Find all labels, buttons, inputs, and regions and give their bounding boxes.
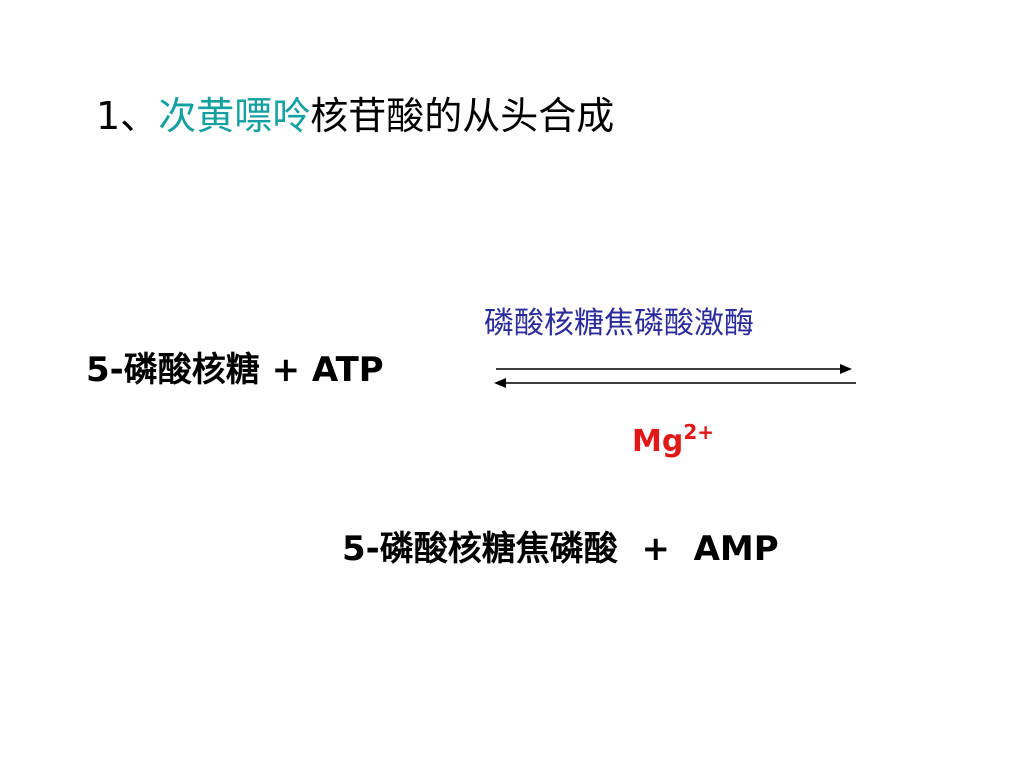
product-label: 5-磷酸核糖焦磷酸 + AMP xyxy=(342,529,779,569)
title-highlight: 次黄嘌呤 xyxy=(158,94,311,138)
reversible-arrow xyxy=(494,364,856,388)
title-number: 1、 xyxy=(96,94,159,138)
enzyme-label: 磷酸核糖焦磷酸激酶 xyxy=(484,306,754,341)
cofactor-label: Mg2+ xyxy=(632,420,714,464)
slide-title: 1、次黄嘌呤核苷酸的从头合成 xyxy=(96,86,614,146)
title-rest: 核苷酸的从头合成 xyxy=(310,94,615,138)
reverse-arrowhead xyxy=(494,378,506,388)
forward-arrowhead xyxy=(840,364,852,374)
substrate-label: 5-磷酸核糖 + ATP xyxy=(86,350,384,390)
cofactor-base: Mg xyxy=(632,424,684,459)
cofactor-charge: 2+ xyxy=(683,420,715,444)
